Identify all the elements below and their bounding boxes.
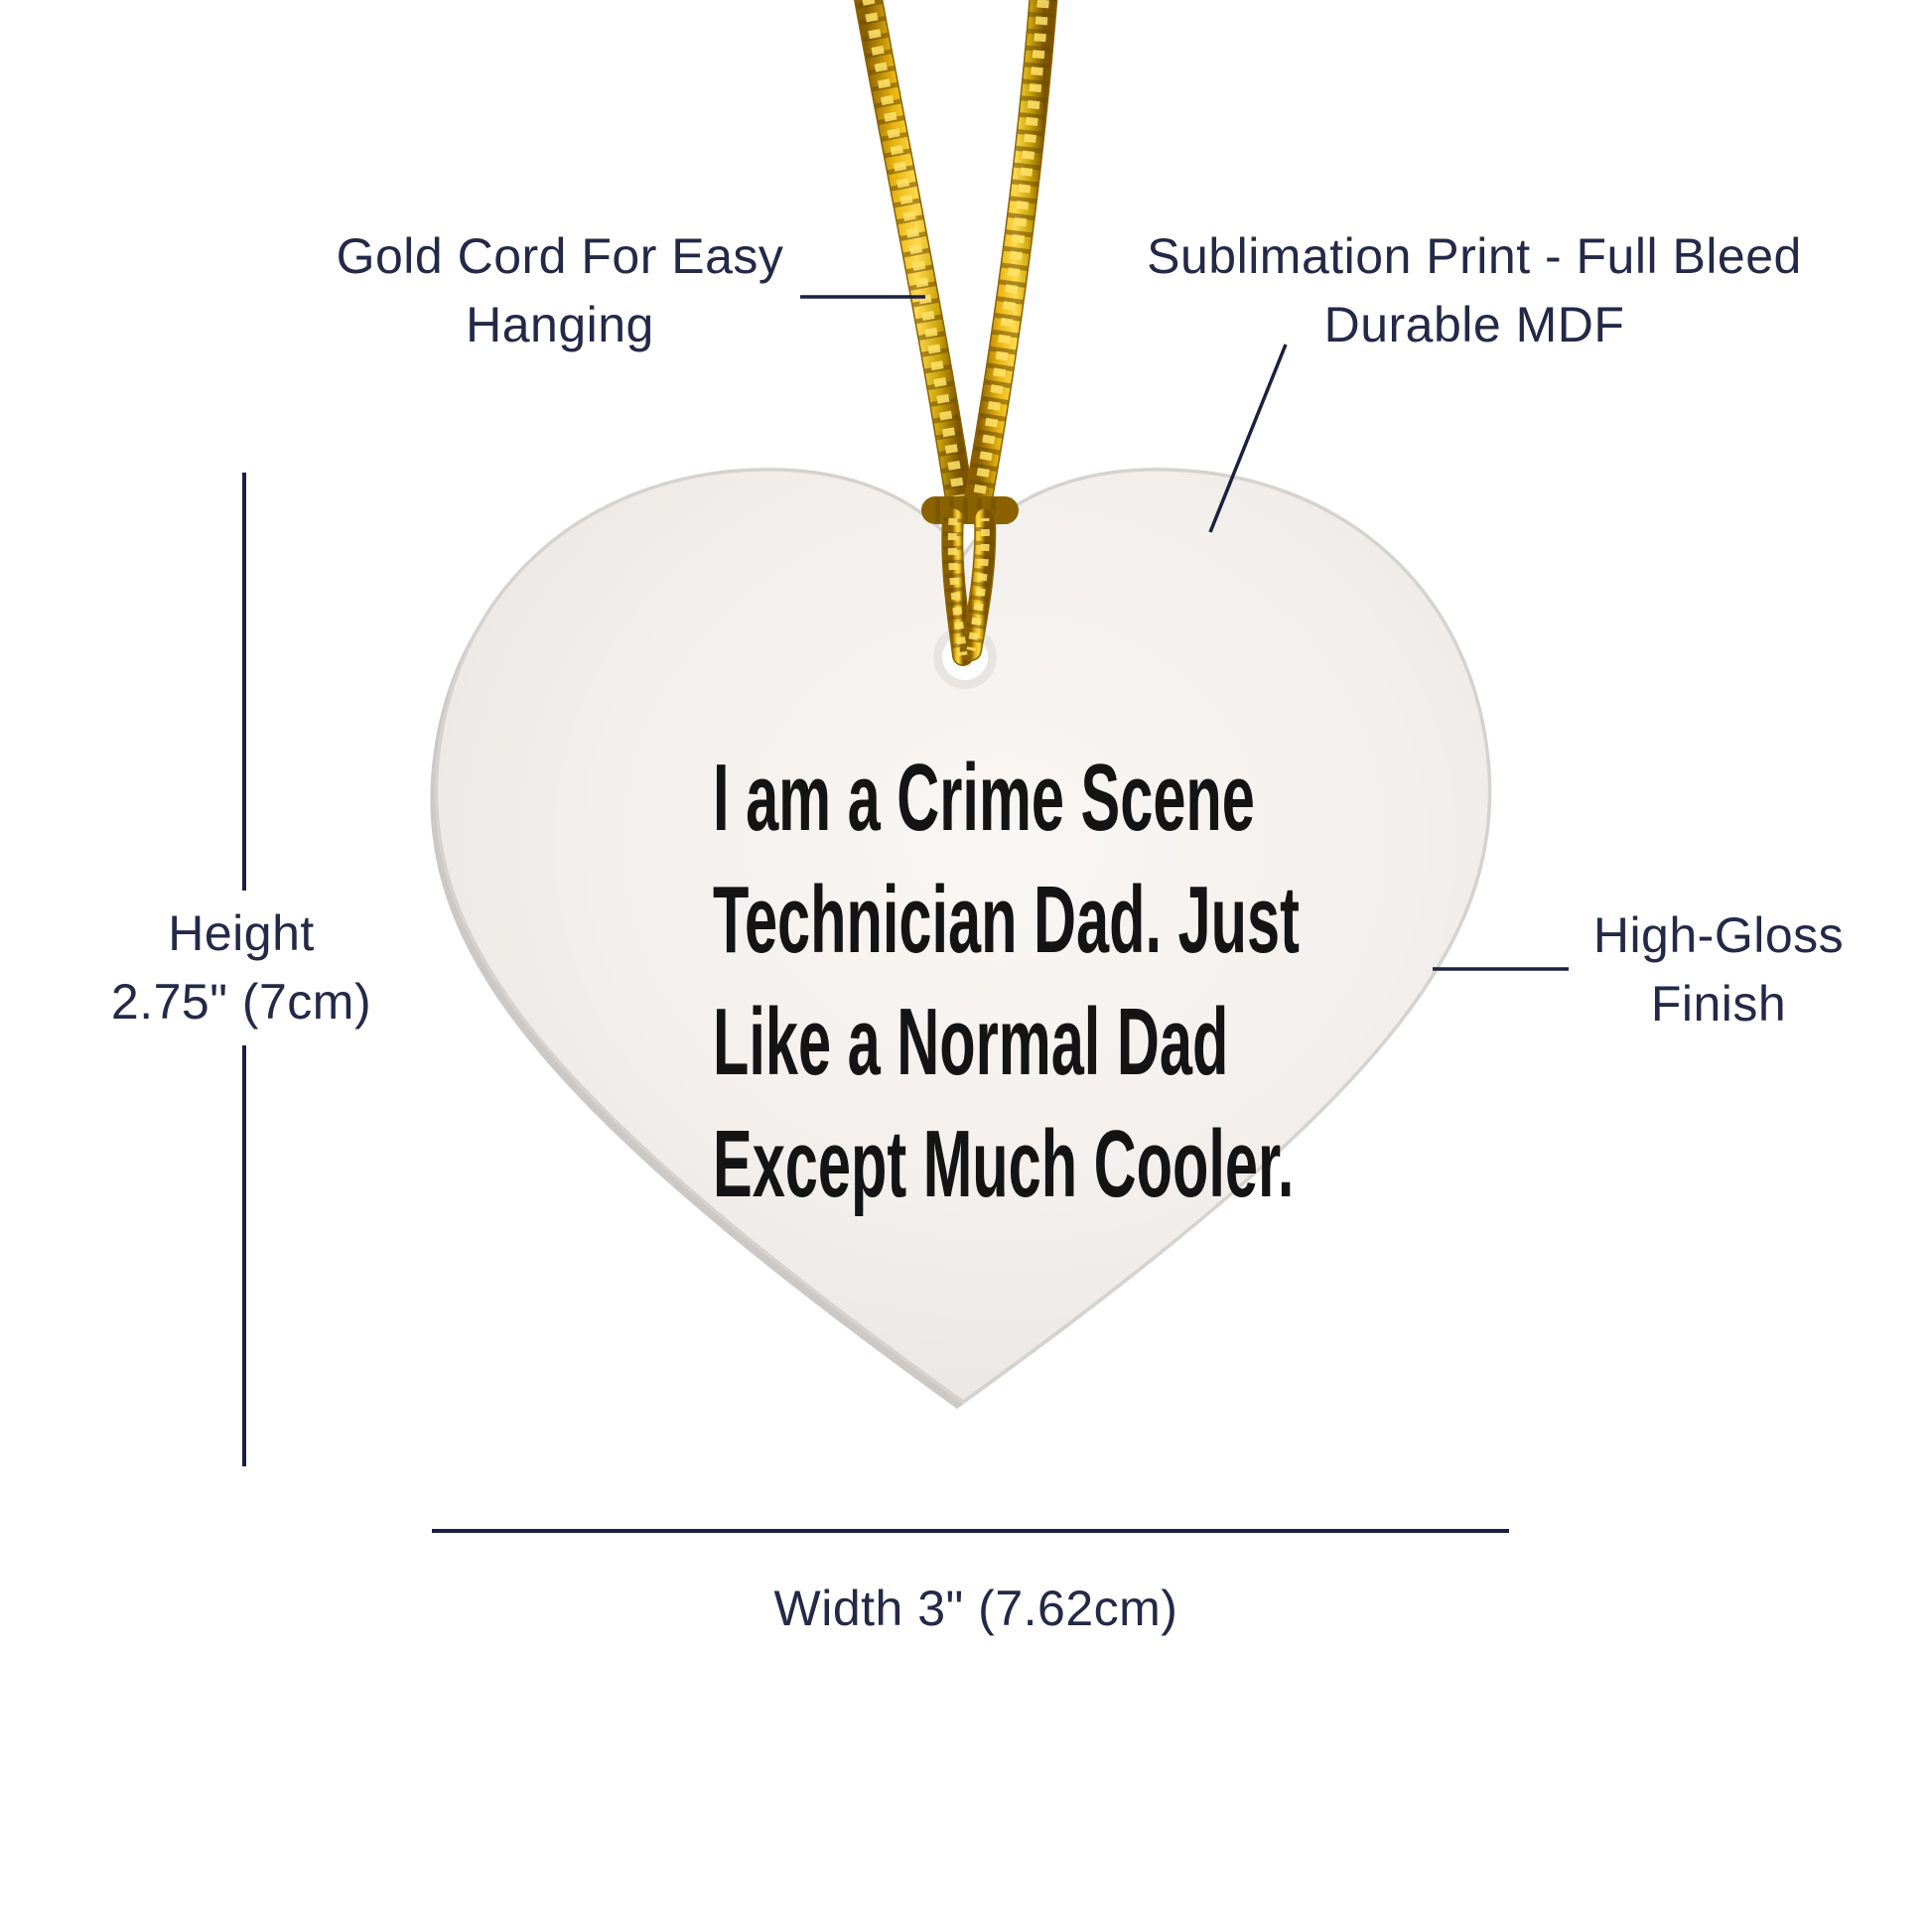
print-pointer-line <box>1208 344 1288 533</box>
ornament-quote: I am a Crime Scene Technician Dad. Just … <box>562 737 1356 1225</box>
gold-cord-label-line1: Gold Cord For Easy <box>336 228 784 284</box>
sublimation-print-label-line2: Durable MDF <box>1323 297 1625 352</box>
callout-lines <box>242 295 1569 1533</box>
heart-ornament <box>430 468 1492 1409</box>
quote-line-2: Technician Dad. Just <box>713 867 1300 973</box>
quote-line-1: I am a Crime Scene <box>713 745 1255 851</box>
high-gloss-label-line1: High-Gloss <box>1592 907 1845 963</box>
width-dimension-label-text: Width 3" (7.62cm) <box>773 1581 1178 1636</box>
quote-line-3: Like a Normal Dad <box>713 989 1229 1095</box>
heart-face <box>434 468 1492 1405</box>
height-dimension-label: Height 2.75" (7cm) <box>43 899 440 1036</box>
gold-cord <box>853 0 1058 666</box>
quote-line-4: Except Much Cooler. <box>713 1111 1295 1217</box>
height-dimension-label-line2: 2.75" (7cm) <box>110 974 372 1030</box>
gold-cord-label-line2: Hanging <box>466 297 654 352</box>
gold-cord-label: Gold Cord For Easy Hanging <box>212 222 907 359</box>
sublimation-print-label: Sublimation Print - Full Bleed Durable M… <box>1077 222 1871 359</box>
high-gloss-label-line2: Finish <box>1650 976 1787 1032</box>
height-dimension-label-line1: Height <box>168 905 315 961</box>
width-dimension-label: Width 3" (7.62cm) <box>678 1575 1274 1643</box>
sublimation-print-label-line1: Sublimation Print - Full Bleed <box>1147 228 1802 284</box>
high-gloss-label: High-Gloss Finish <box>1520 901 1917 1038</box>
cord-loop-legs <box>941 507 997 666</box>
cord-left-strand <box>853 0 974 511</box>
cord-right-strand <box>964 0 1058 511</box>
